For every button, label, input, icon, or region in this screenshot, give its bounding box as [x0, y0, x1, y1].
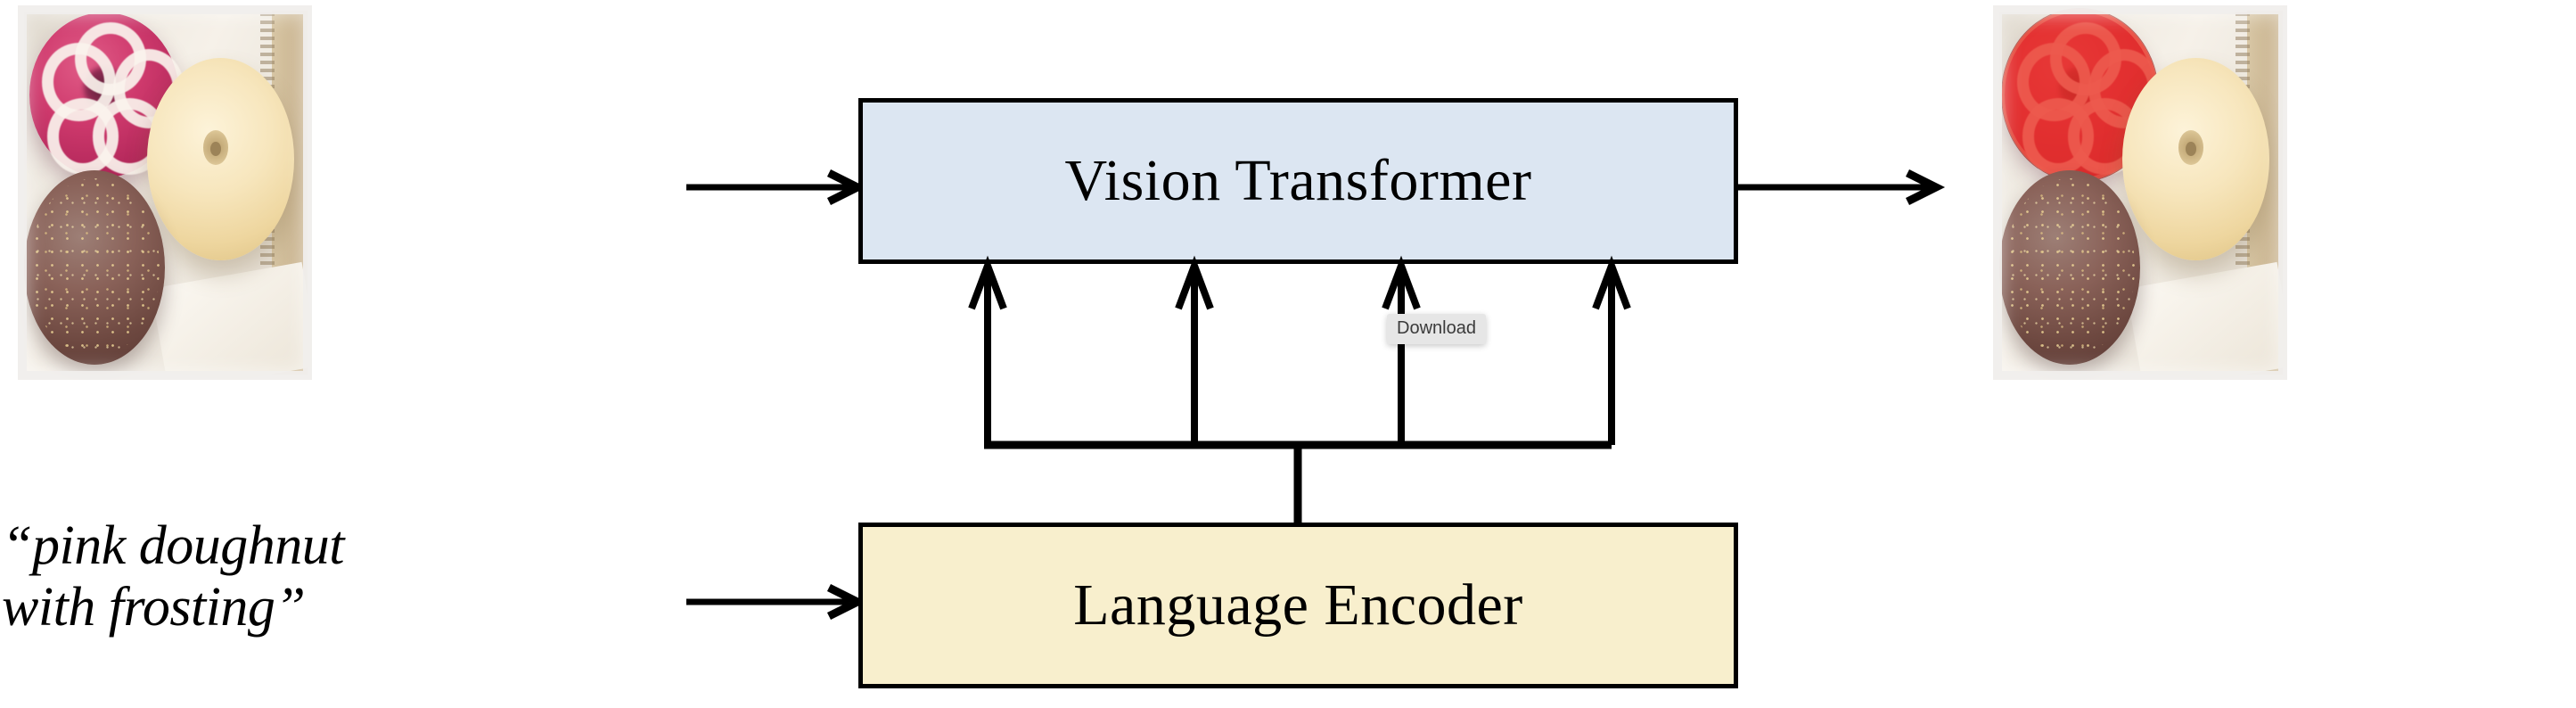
- vision-transformer-node[interactable]: Vision Transformer: [858, 98, 1738, 264]
- gold-sprinkles: [2004, 177, 2135, 358]
- input-image[interactable]: [18, 5, 312, 380]
- arrow-image-to-vision-transformer: [686, 169, 867, 206]
- chocolate-doughnut: [1998, 169, 2140, 366]
- download-tooltip[interactable]: Download: [1387, 314, 1486, 344]
- text-prompt: “pink doughnut with frosting”: [2, 515, 344, 638]
- language-to-vision-connector-bus: [968, 255, 1631, 526]
- glazed-doughnut-hole-center: [2186, 141, 2196, 156]
- output-image[interactable]: [1993, 5, 2287, 380]
- arrow-vision-transformer-to-output: [1738, 169, 1946, 206]
- glazed-doughnut: [2122, 57, 2270, 260]
- language-encoder-node[interactable]: Language Encoder: [858, 523, 1738, 688]
- vision-transformer-label: Vision Transformer: [1064, 148, 1532, 213]
- gold-sprinkles: [29, 177, 160, 358]
- glazed-doughnut: [147, 57, 295, 260]
- glazed-doughnut-hole-center: [210, 141, 221, 156]
- icing-swirl: [47, 98, 119, 175]
- language-encoder-label: Language Encoder: [1073, 572, 1523, 638]
- chocolate-doughnut: [23, 169, 165, 366]
- arrow-text-to-language-encoder: [686, 583, 867, 621]
